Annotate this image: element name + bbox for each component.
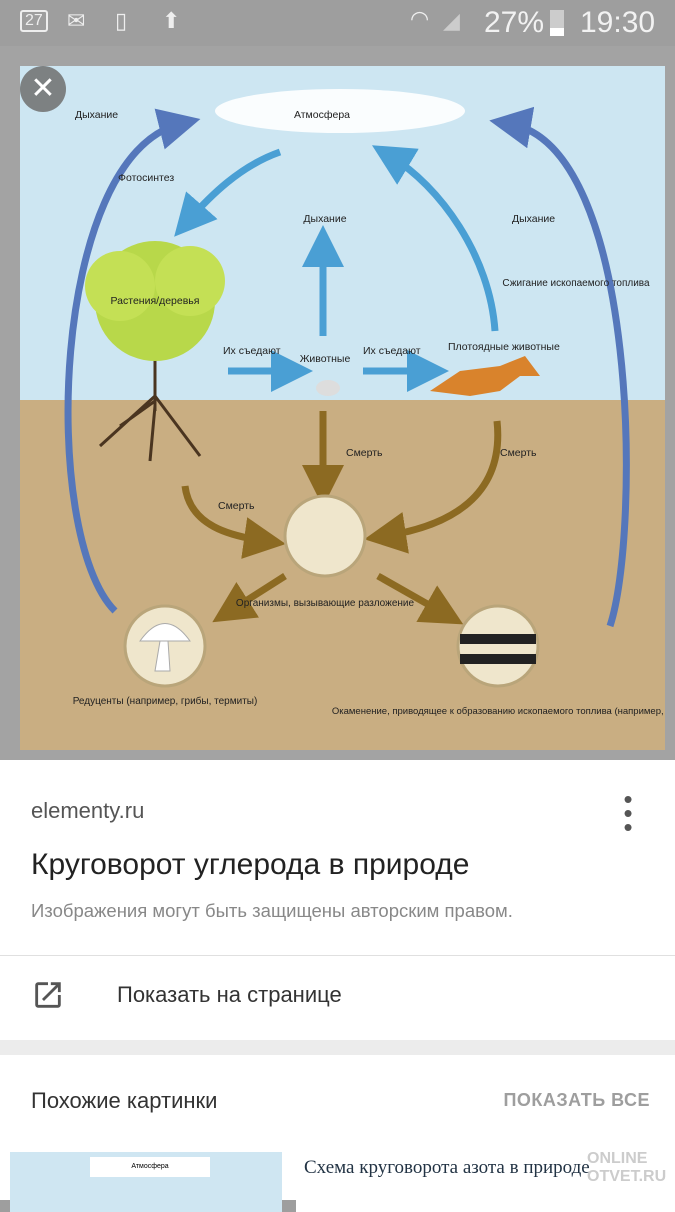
mail-icon: ✉: [67, 8, 86, 33]
visit-page-button[interactable]: Показать на странице: [0, 956, 675, 1038]
arrow-to-reducers: [212, 573, 287, 623]
label-carnivores: Плотоядные животные: [448, 341, 560, 353]
upload-icon: ⬆: [162, 8, 181, 33]
fossil-circle: [456, 604, 540, 688]
section-gap: [0, 1040, 675, 1055]
copyright-notice: Изображения могут быть защищены авторски…: [31, 900, 513, 921]
phone-check-icon: ▯: [115, 8, 128, 33]
arrow-to-fossil: [376, 572, 464, 625]
signal-icon: ◢: [443, 8, 460, 33]
label-burning: Сжигание ископаемого топлива: [502, 278, 650, 289]
similar-images-section: Похожие картинки ПОКАЗАТЬ ВСЕ Атмосфера …: [0, 1055, 675, 1212]
close-icon: ✕: [30, 72, 56, 105]
battery-percent: 27%: [484, 6, 545, 39]
thumb1-caption: Атмосфера: [90, 1157, 210, 1177]
divider: [0, 955, 675, 956]
arrow-photosynthesis: [174, 148, 282, 237]
arrow-respiration-left: [64, 108, 201, 614]
rabbit: [316, 380, 340, 396]
label-death-left: Смерть: [218, 500, 255, 512]
label-eaten2: Их съедают: [363, 345, 421, 357]
label-photosynthesis: Фотосинтез: [118, 172, 174, 184]
open-in-new-icon: [35, 982, 61, 1008]
show-all-button[interactable]: ПОКАЗАТЬ ВСЕ: [503, 1090, 650, 1110]
tree: [85, 241, 225, 462]
label-respiration-mid: Дыхание: [303, 213, 346, 225]
label-respiration-left: Дыхание: [75, 109, 118, 121]
fox: [430, 356, 540, 396]
label-fossil: Окаменение, приводящее к образованию иск…: [332, 706, 665, 717]
label-decomposers: Организмы, вызывающие разложение: [236, 598, 415, 609]
image-info-card: elementy.ru ••• Круговорот углерода в пр…: [0, 760, 675, 1040]
atmosphere-cloud: [215, 89, 465, 133]
more-vert-icon: •••: [623, 784, 633, 842]
wifi-icon: ◠: [410, 6, 430, 31]
label-atmosphere: Атмосфера: [294, 109, 350, 121]
thumb2-caption: Схема круговорота азота в природе: [304, 1157, 590, 1178]
arrow-respiration-right: [371, 145, 499, 332]
arrow-death-left: [181, 485, 286, 559]
arrow-death-right: [364, 420, 502, 554]
similar-images-title: Похожие картинки: [31, 1088, 218, 1113]
clock: 19:30: [580, 6, 656, 39]
visit-page-label: Показать на странице: [117, 982, 342, 1007]
label-death-right: Смерть: [500, 447, 537, 459]
label-eaten1: Их съедают: [223, 345, 281, 357]
watermark: ONLINE OTVET.RU: [587, 1150, 667, 1185]
image-title[interactable]: Круговорот углерода в природе: [31, 848, 470, 881]
more-options-button[interactable]: •••: [618, 786, 638, 840]
label-plants: Растения/деревья: [111, 295, 200, 307]
close-button[interactable]: ✕: [20, 66, 66, 112]
label-respiration-right: Дыхание: [512, 213, 555, 225]
decomposers-circle: [283, 494, 367, 578]
battery-icon: [550, 10, 564, 36]
label-animals: Животные: [300, 353, 351, 365]
calendar-icon: 27: [20, 10, 48, 32]
arrow-burning: [489, 106, 630, 628]
status-bar: 27 ✉ ▯ ⬆ ◠ ◢ 27% 19:30: [0, 0, 675, 46]
source-domain[interactable]: elementy.ru: [31, 798, 145, 823]
similar-thumbnail-1[interactable]: Атмосфера: [10, 1152, 282, 1212]
ground: [20, 400, 665, 750]
label-death-mid: Смерть: [346, 447, 383, 459]
carbon-cycle-diagram[interactable]: Атмосфера Дыхание Фотосинтез Дыхание Дых…: [20, 66, 665, 750]
label-reducers: Редуценты (например, грибы, термиты): [73, 695, 258, 707]
